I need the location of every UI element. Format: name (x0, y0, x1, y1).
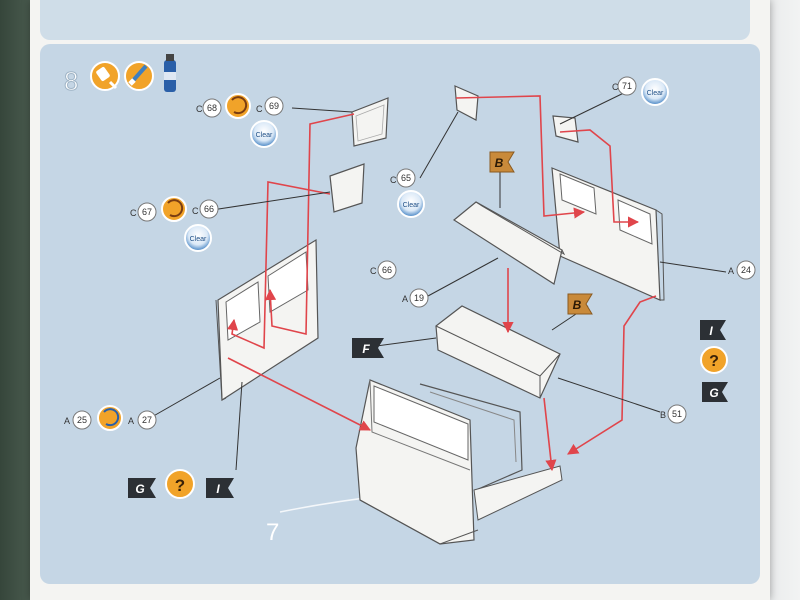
svg-text:A: A (64, 416, 70, 426)
callout-c66: C 66 (370, 260, 397, 280)
glue-icon (90, 61, 120, 91)
svg-text:66: 66 (204, 204, 214, 214)
svg-text:I: I (709, 324, 713, 338)
cab-body-assembly (355, 379, 563, 545)
svg-text:C: C (370, 266, 377, 276)
svg-text:71: 71 (622, 81, 632, 91)
svg-text:C: C (390, 175, 397, 185)
svg-text:19: 19 (414, 293, 424, 303)
svg-text:65: 65 (401, 173, 411, 183)
leader-lines (149, 87, 727, 471)
svg-text:51: 51 (672, 409, 682, 419)
callout-c65: C 65 Clear (390, 168, 425, 218)
svg-text:G: G (709, 386, 718, 400)
svg-text:C: C (192, 206, 199, 216)
previous-step-panel (40, 0, 750, 40)
svg-text:C: C (130, 208, 137, 218)
svg-text:68: 68 (207, 103, 217, 113)
help-icon: ? (700, 346, 728, 374)
callout-a19: A 19 (402, 288, 429, 308)
svg-text:27: 27 (142, 415, 152, 425)
svg-text:24: 24 (741, 265, 751, 275)
flag-b-lower: B (567, 293, 593, 315)
door-panel-left (215, 238, 319, 402)
svg-text:C: C (196, 104, 203, 114)
spray-can-icon (164, 54, 176, 92)
svg-text:B: B (660, 410, 666, 420)
svg-text:A: A (402, 294, 408, 304)
svg-text:?: ? (175, 476, 185, 495)
callout-c67-c66: C 67 C 66 Clear (130, 196, 219, 252)
window-glass-c66 (329, 163, 365, 213)
paint-mix-icon (225, 93, 251, 119)
window-glass-c65 (454, 85, 479, 121)
svg-text:66: 66 (382, 265, 392, 275)
svg-text:Clear: Clear (190, 236, 207, 243)
window-glass-c71 (552, 115, 579, 143)
seat-back-a19 (452, 201, 566, 285)
flag-b-upper: B (489, 151, 515, 173)
svg-text:F: F (362, 342, 370, 356)
paint-mix-icon (161, 196, 187, 222)
step-number: 8 (64, 66, 78, 96)
callout-c68-c69: C 68 C 69 Clear (196, 93, 284, 148)
previous-step-number: 7 (266, 519, 279, 546)
flag-i-right: I (700, 320, 726, 340)
svg-text:Clear: Clear (256, 132, 273, 139)
svg-text:67: 67 (142, 207, 152, 217)
callout-a25-a27: A 25 A 27 (64, 405, 157, 431)
svg-text:A: A (728, 266, 734, 276)
svg-text:B: B (495, 156, 504, 170)
svg-text:Clear: Clear (647, 90, 664, 97)
svg-text:69: 69 (269, 101, 279, 111)
svg-text:C: C (612, 82, 619, 92)
svg-text:B: B (573, 298, 582, 312)
paint-mix-icon (97, 405, 123, 431)
seat-base-b51 (435, 305, 561, 399)
assembly-lines (227, 95, 657, 472)
flag-i-left: I (206, 478, 234, 498)
svg-text:I: I (216, 482, 220, 496)
rear-panel-a24 (551, 167, 665, 301)
svg-text:A: A (128, 416, 134, 426)
svg-text:Clear: Clear (403, 202, 420, 209)
flag-g-right: G (702, 382, 728, 402)
svg-text:C: C (256, 104, 263, 114)
svg-text:25: 25 (77, 415, 87, 425)
callout-b51: B 51 (660, 404, 687, 424)
window-glass-c69 (351, 97, 389, 147)
callout-c71: C 71 Clear (612, 76, 669, 106)
flag-g-left: G (128, 478, 156, 498)
flag-f: F (352, 338, 384, 358)
svg-text:G: G (135, 482, 144, 496)
help-icon: ? (165, 469, 195, 499)
paint-icon (124, 61, 154, 91)
callout-a24: A 24 (728, 260, 756, 280)
svg-text:?: ? (709, 353, 719, 370)
